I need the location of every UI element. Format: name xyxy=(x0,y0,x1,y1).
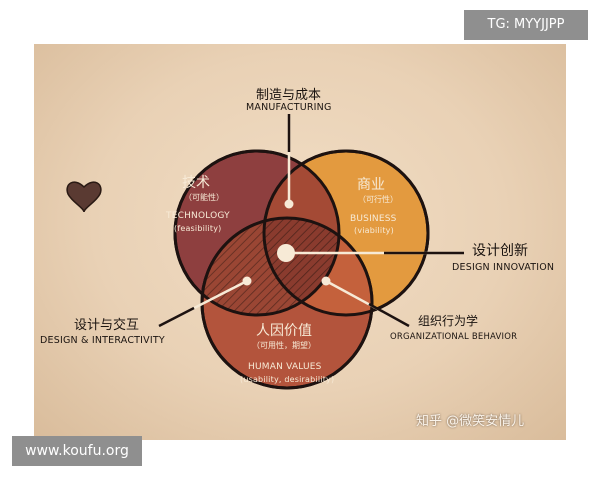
zhihu-watermark: 知乎 @微笑安情儿 xyxy=(416,414,525,429)
interactivity-connector-outer xyxy=(158,306,195,328)
manufacturing-dot xyxy=(284,199,294,209)
manufacturing-en-label: MANUFACTURING xyxy=(246,102,332,113)
human-values-cn-label: 人因价值 xyxy=(256,323,312,339)
business-cn-sub: （可行性） xyxy=(358,195,398,204)
business-cn-label: 商业 xyxy=(357,177,385,193)
venn-diagram xyxy=(66,114,464,390)
design-innovation-en-label: DESIGN INNOVATION xyxy=(452,262,555,273)
interactivity-dot xyxy=(242,276,252,286)
manufacturing-cn-label: 制造与成本 xyxy=(256,88,322,103)
technology-cn-sub: （可能性） xyxy=(184,193,224,202)
technology-cn-label: 技术 xyxy=(182,175,210,191)
technology-en-sub: (feasibility) xyxy=(174,224,222,233)
org-behavior-cn-label: 组织行为学 xyxy=(418,314,479,328)
innovation-dot xyxy=(277,244,295,262)
technology-en-label: TECHNOLOGY xyxy=(166,211,230,221)
human-values-en-sub: (usability, desirability) xyxy=(240,375,335,384)
business-en-label: BUSINESS xyxy=(350,214,397,224)
org-behavior-connector-outer xyxy=(368,302,410,328)
human-values-en-label: HUMAN VALUES xyxy=(248,362,322,372)
heart-icon xyxy=(66,181,102,213)
tg-watermark: TG: MYYJJPP xyxy=(464,10,588,40)
org-behavior-en-label: ORGANIZATIONAL BEHAVIOR xyxy=(390,332,518,342)
org-behavior-dot xyxy=(321,276,331,286)
site-watermark: www.koufu.org xyxy=(12,436,142,466)
diagram-photo: 制造与成本 MANUFACTURING 技术 （可能性） TECHNOLOGY … xyxy=(34,44,566,440)
design-innovation-cn-label: 设计创新 xyxy=(472,243,528,259)
business-en-sub: (viability) xyxy=(354,226,394,235)
human-values-cn-sub: （可用性，期望） xyxy=(252,341,316,350)
design-interactivity-cn-label: 设计与交互 xyxy=(74,318,140,333)
design-interactivity-en-label: DESIGN & INTERACTIVITY xyxy=(40,335,165,346)
